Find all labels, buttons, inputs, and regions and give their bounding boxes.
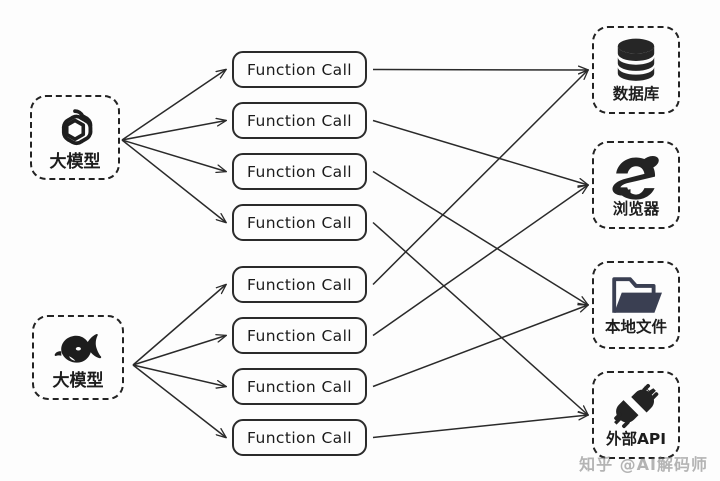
internet-explorer-icon [609, 152, 663, 200]
database-cylinder-icon [611, 37, 661, 85]
deepseek-whale-icon [51, 326, 105, 370]
wire-source-to-function-call [121, 139, 226, 172]
function-call-box[interactable]: Function Call [232, 153, 367, 190]
source-node-label: 大模型 [49, 151, 101, 172]
function-call-label: Function Call [247, 60, 352, 79]
wire-source-to-function-call [132, 336, 226, 366]
target-node-external-api[interactable]: 外部API [592, 371, 680, 459]
wire-function-call-to-target [372, 119, 588, 186]
function-call-label: Function Call [247, 326, 352, 345]
folder-icon [610, 274, 662, 318]
target-node-label: 外部API [605, 430, 667, 449]
target-node-browser[interactable]: 浏览器 [592, 141, 680, 229]
function-call-label: Function Call [247, 377, 352, 396]
wire-function-call-to-target [372, 70, 588, 286]
wire-source-to-function-call [121, 139, 226, 223]
function-call-box[interactable]: Function Call [232, 204, 367, 241]
watermark: 知乎 @AI解码师 [579, 455, 708, 474]
wire-function-call-to-target [372, 415, 588, 439]
function-call-label: Function Call [247, 162, 352, 181]
target-node-label: 本地文件 [604, 318, 667, 337]
wire-source-to-function-call [132, 285, 226, 366]
target-node-label: 浏览器 [612, 200, 660, 219]
function-call-box[interactable]: Function Call [232, 102, 367, 139]
function-call-label: Function Call [247, 111, 352, 130]
function-call-box[interactable]: Function Call [232, 419, 367, 456]
wire-source-to-function-call [121, 70, 226, 141]
source-node-label: 大模型 [52, 370, 104, 391]
function-call-label: Function Call [247, 428, 352, 447]
plug-connector-icon [610, 382, 662, 430]
wire-function-call-to-target [372, 70, 588, 71]
wire-function-call-to-target [372, 221, 588, 416]
function-call-label: Function Call [247, 213, 352, 232]
openai-logo-icon [52, 105, 98, 151]
wire-function-call-to-target [372, 170, 588, 306]
target-node-database[interactable]: 数据库 [592, 26, 680, 114]
source-node-deepseek[interactable]: 大模型 [32, 315, 124, 400]
function-call-box[interactable]: Function Call [232, 51, 367, 88]
function-call-box[interactable]: Function Call [232, 266, 367, 303]
wire-function-call-to-target [372, 185, 588, 337]
function-call-label: Function Call [247, 275, 352, 294]
function-call-box[interactable]: Function Call [232, 317, 367, 354]
wire-function-call-to-target [372, 305, 588, 388]
target-node-label: 数据库 [612, 85, 660, 104]
target-node-local-files[interactable]: 本地文件 [592, 261, 680, 349]
wire-source-to-function-call [132, 364, 226, 387]
wire-source-to-function-call [121, 121, 226, 141]
wire-source-to-function-call [132, 364, 226, 438]
source-node-openai[interactable]: 大模型 [30, 95, 120, 180]
function-call-box[interactable]: Function Call [232, 368, 367, 405]
